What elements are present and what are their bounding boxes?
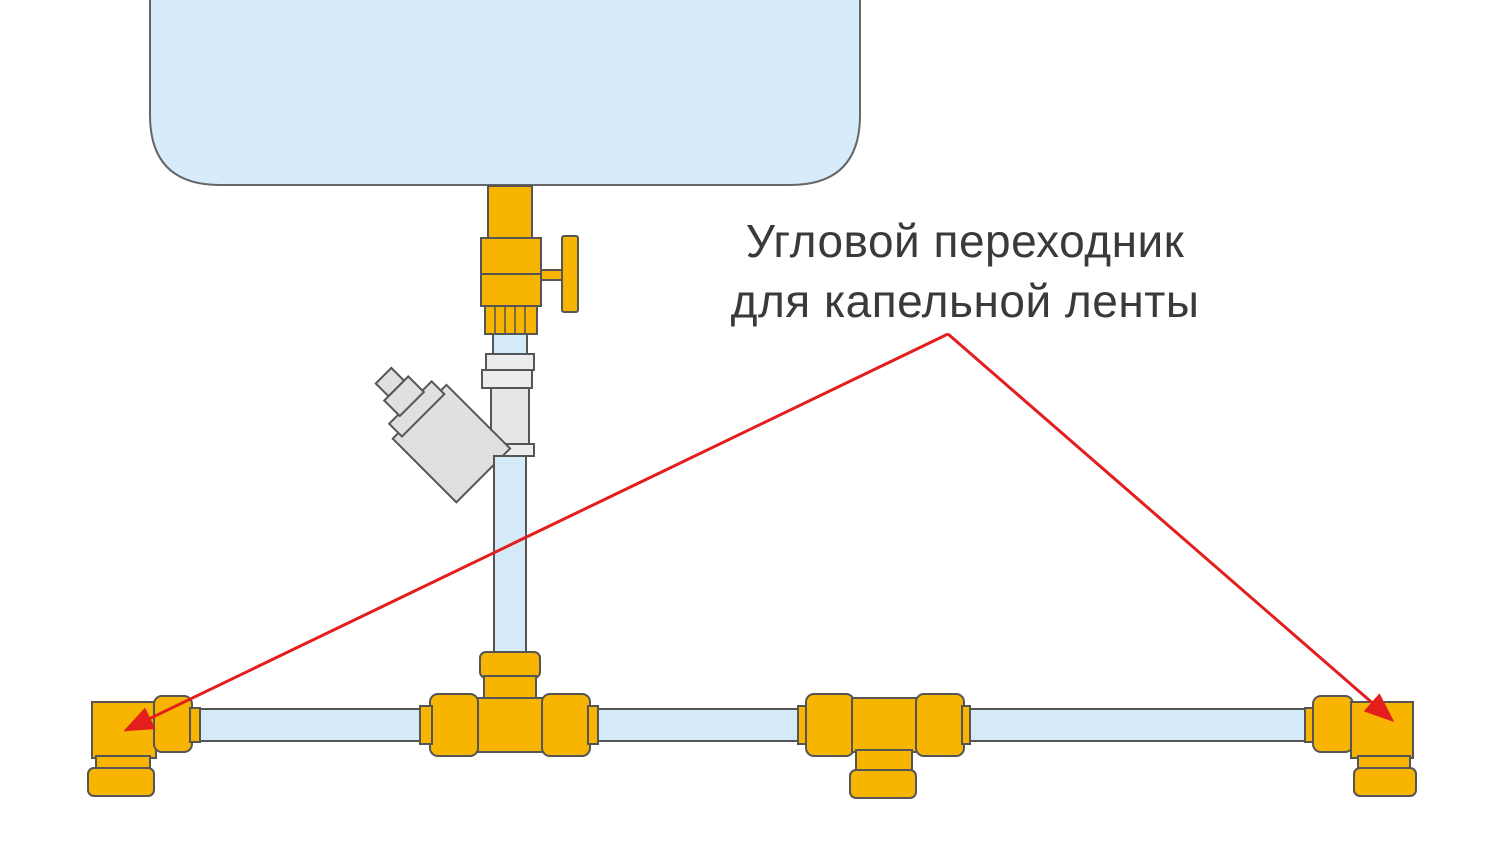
main-pipe-segment-1 — [199, 708, 426, 742]
annotation-line-2: для капельной ленты — [730, 275, 1200, 327]
left-elbow-adapter — [87, 695, 201, 797]
main-pipe-segment-3 — [961, 708, 1308, 742]
branch-tee — [797, 693, 971, 799]
main-pipe-segment-2 — [589, 708, 801, 742]
right-elbow-adapter — [1304, 695, 1417, 797]
arrow-to-left-adapter — [123, 332, 949, 732]
annotation-line-1: Угловой переходник — [745, 215, 1185, 267]
water-tank — [149, 0, 861, 186]
y-filter — [374, 353, 535, 504]
ball-valve — [480, 235, 579, 335]
riser-pipe-lower — [493, 455, 527, 657]
riser-pipe-upper — [492, 333, 528, 357]
center-tee — [419, 651, 599, 757]
outlet-nipple — [487, 185, 533, 243]
arrow-to-right-adapter — [947, 332, 1395, 722]
